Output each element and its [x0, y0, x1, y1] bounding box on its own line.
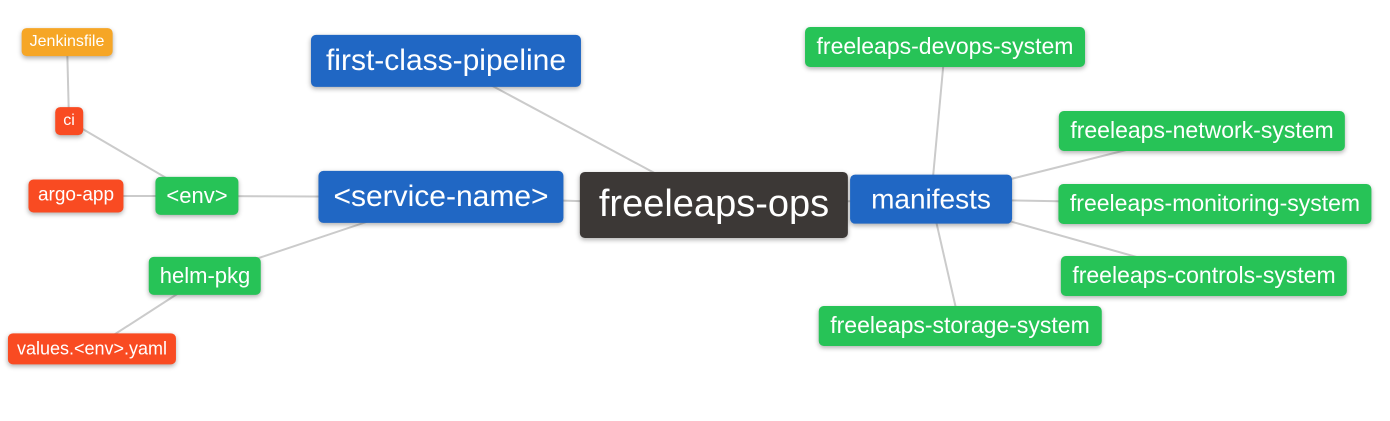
- node-freeleaps-ops[interactable]: freeleaps-ops: [579, 171, 849, 239]
- node-freeleaps-network-system[interactable]: freeleaps-network-system: [1058, 111, 1346, 151]
- node-service-name[interactable]: <service-name>: [318, 170, 564, 224]
- node-freeleaps-devops-system[interactable]: freeleaps-devops-system: [805, 27, 1085, 67]
- node-freeleaps-controls-system[interactable]: freeleaps-controls-system: [1060, 256, 1348, 296]
- node-jenkinsfile[interactable]: Jenkinsfile: [21, 28, 113, 56]
- node-manifests[interactable]: manifests: [850, 174, 1012, 224]
- node-ci[interactable]: ci: [55, 107, 83, 135]
- node-values-env-yaml[interactable]: values.<env>.yaml: [7, 333, 177, 365]
- edge-manifests--freeleaps-devops-system: [930, 46, 946, 200]
- node-freeleaps-storage-system[interactable]: freeleaps-storage-system: [818, 306, 1102, 346]
- node-argo-app[interactable]: argo-app: [28, 179, 124, 213]
- node-freeleaps-monitoring-system[interactable]: freeleaps-monitoring-system: [1058, 184, 1372, 224]
- node-env[interactable]: <env>: [155, 176, 239, 216]
- node-helm-pkg[interactable]: helm-pkg: [148, 256, 262, 296]
- node-first-class-pipeline[interactable]: first-class-pipeline: [310, 34, 582, 88]
